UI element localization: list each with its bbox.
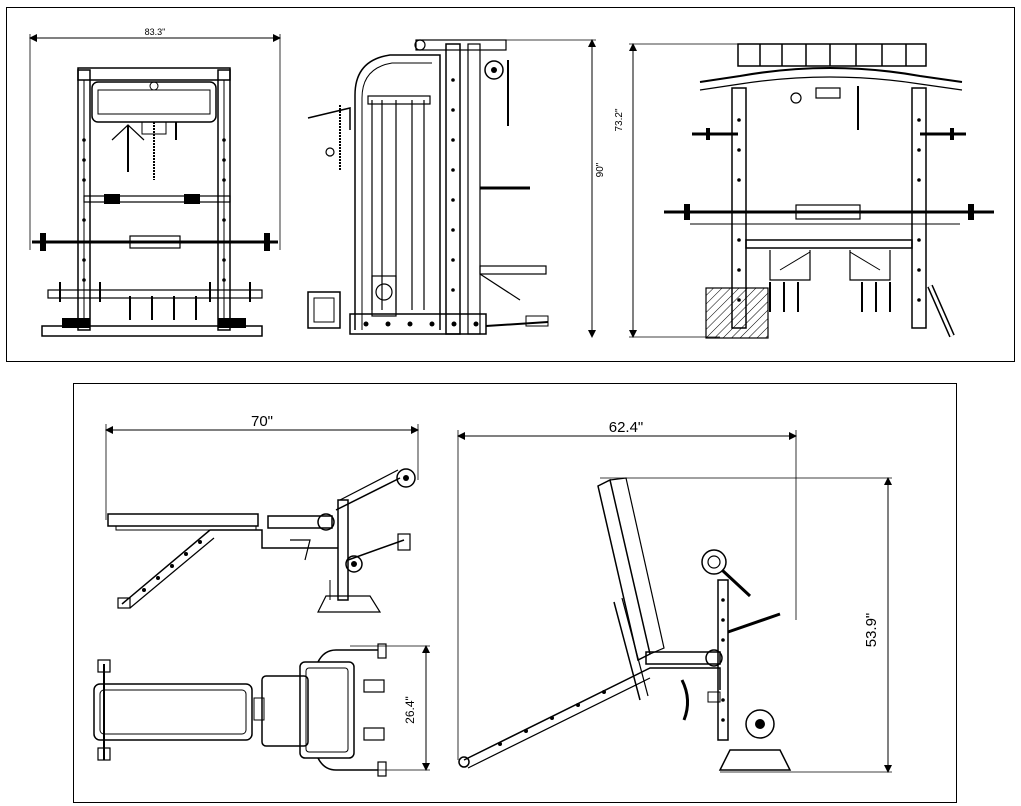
bench-flat-side-view: 70" — [105, 413, 419, 613]
incline-height-label: 53.9" — [863, 613, 880, 648]
front-width-label: 83.3" — [145, 27, 166, 37]
rack-side-view: 90" — [307, 39, 606, 338]
bench-width-label: 26.4" — [403, 696, 417, 724]
bench-length-label: 70" — [251, 413, 273, 430]
bench-views-panel — [73, 383, 957, 803]
bench-incline-side-view: 62.4" 53.9" — [457, 419, 892, 773]
bench-top-view: 26.4" — [93, 643, 430, 777]
top-depth-label: 73.2" — [614, 108, 625, 131]
rack-top-view: 73.2" — [614, 43, 994, 339]
incline-length-label: 62.4" — [609, 419, 644, 436]
rack-front-view: 83.3" — [29, 27, 281, 337]
side-height-label: 90" — [595, 162, 606, 177]
